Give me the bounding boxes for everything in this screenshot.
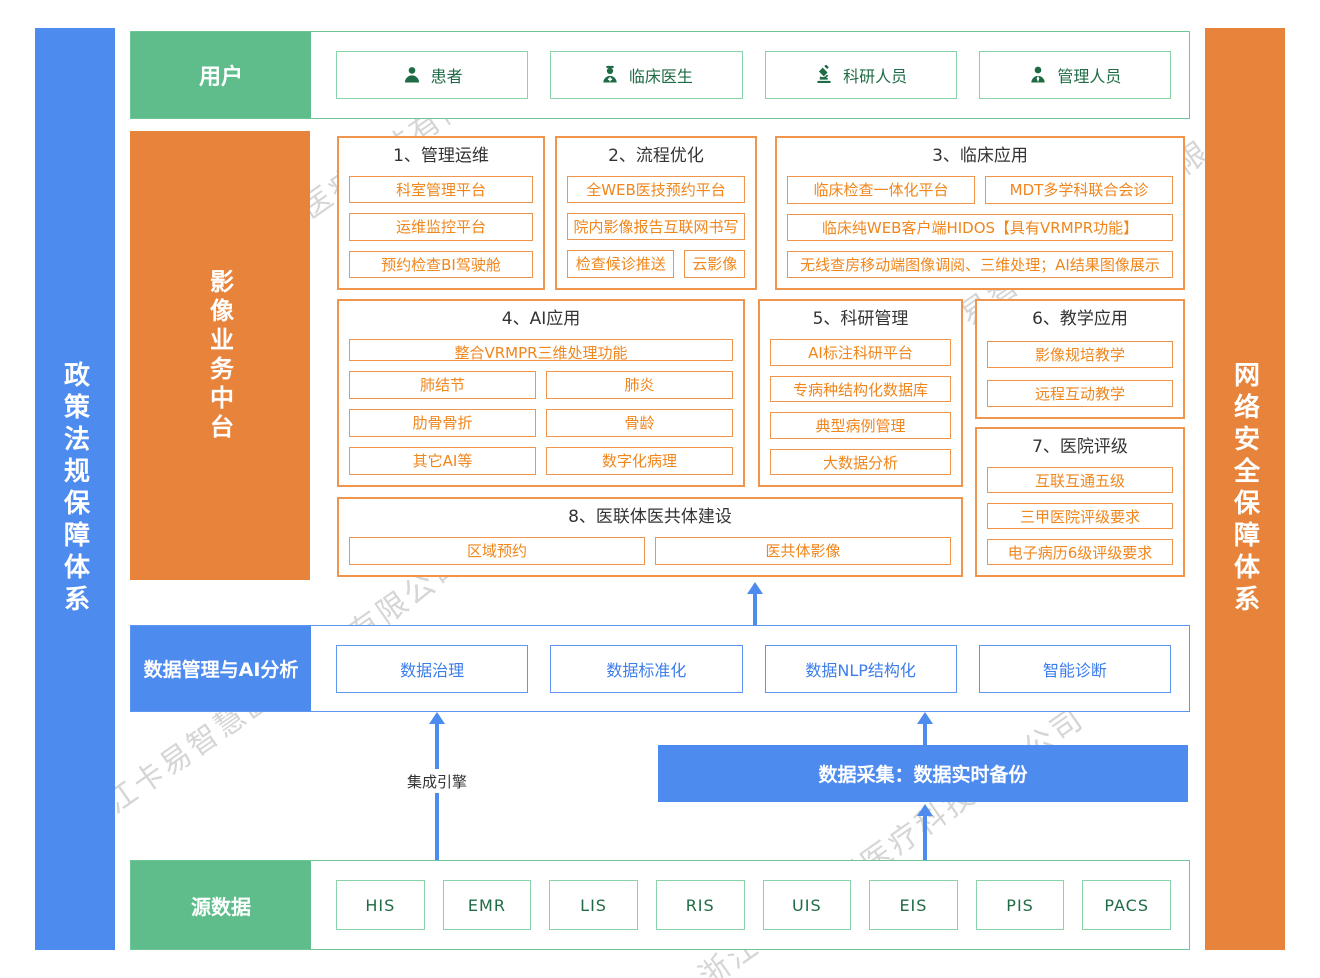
data-mgmt-label: 数据管理与AI分析 — [131, 626, 311, 711]
section-title: 6、教学应用 — [1032, 309, 1128, 329]
arrow-up-platform — [747, 582, 763, 594]
diagram-node: 全WEB医技预约平台 — [567, 176, 745, 203]
section-title: 7、医院评级 — [1032, 437, 1128, 457]
user-node-label: 临床医生 — [628, 67, 693, 86]
doctor-icon — [600, 65, 620, 85]
users-row: 用户 患者 临床医生 科研人员 — [130, 31, 1190, 119]
diagram-node: 临床检查一体化平台 — [787, 176, 975, 204]
data-collection-banner: 数据采集：数据实时备份 — [658, 745, 1188, 802]
users-row-label: 用户 — [131, 32, 311, 118]
network-security-bar: 网络安全保障体系 — [1205, 28, 1285, 950]
network-security-label: 网络安全保障体系 — [1229, 361, 1260, 617]
microscope-icon — [814, 65, 834, 85]
user-admin-node: 管理人员 — [978, 51, 1171, 99]
diagram-node: AI标注科研平台 — [770, 339, 951, 366]
diagram-node: 智能诊断 — [978, 644, 1171, 693]
diagram-node: 科室管理平台 — [349, 176, 533, 204]
user-node-label: 科研人员 — [843, 67, 908, 86]
diagram-node: 院内影像报告互联网书写 — [567, 213, 745, 240]
patient-icon — [402, 65, 422, 85]
section-title: 3、临床应用 — [932, 146, 1028, 166]
imaging-platform-block: 影像业务中台 1、管理运维 科室管理平台 运维监控平台 预约检查BI驾驶舱 2、… — [130, 131, 1188, 580]
diagram-node: 专病种结构化数据库 — [770, 375, 951, 402]
diagram-node: 肺结节 — [349, 371, 536, 399]
arrow-line — [923, 814, 927, 861]
section-medical-alliance: 8、医联体医共体建设 区域预约 医共体影像 — [337, 497, 963, 577]
users-row-items: 患者 临床医生 科研人员 管理人员 — [336, 32, 1171, 118]
section-title: 5、科研管理 — [812, 309, 909, 329]
arrow-up-collection-bottom — [917, 804, 933, 816]
section-clinical-apps: 3、临床应用 临床检查一体化平台 MDT多学科联合会诊 临床纯WEB客户端HID… — [775, 136, 1185, 290]
user-patient-node: 患者 — [336, 51, 529, 99]
diagram-node: LIS — [549, 880, 638, 930]
diagram-node: 整合VRMPR三维处理功能 — [349, 339, 733, 361]
user-clinician-node: 临床医生 — [550, 51, 743, 99]
section-hospital-rating: 7、医院评级 互联互通五级 三甲医院评级要求 电子病历6级评级要求 — [975, 427, 1185, 577]
diagram-node: 影像规培教学 — [987, 341, 1173, 368]
diagram-node: 运维监控平台 — [349, 213, 533, 241]
diagram-node: 互联互通五级 — [987, 467, 1173, 493]
diagram-node: 骨龄 — [546, 409, 733, 437]
diagram-node: 肋骨骨折 — [349, 409, 536, 437]
diagram-node: 三甲医院评级要求 — [987, 503, 1173, 529]
section-title: 4、AI应用 — [501, 309, 581, 329]
arrow-up-integration — [429, 712, 445, 724]
diagram-node: PACS — [1082, 880, 1171, 930]
diagram-node: 其它AI等 — [349, 447, 536, 475]
diagram-node: PIS — [975, 880, 1065, 930]
arrow-line — [923, 722, 927, 745]
diagram-node: 数据标准化 — [550, 644, 743, 693]
diagram-node: EIS — [869, 880, 958, 930]
diagram-node: 医共体影像 — [655, 537, 951, 565]
integration-engine-label: 集成引擎 — [398, 769, 476, 793]
diagram-node: 数字化病理 — [546, 447, 733, 475]
source-data-label: 源数据 — [131, 861, 311, 949]
source-data-items: HIS EMR LIS RIS UIS EIS PIS PACS — [336, 861, 1171, 949]
diagram-node: 肺炎 — [546, 371, 733, 399]
data-mgmt-row: 数据管理与AI分析 数据治理 数据标准化 数据NLP结构化 智能诊断 — [130, 625, 1190, 712]
diagram-node: 无线查房移动端图像调阅、三维处理；AI结果图像展示 — [787, 251, 1173, 278]
data-mgmt-items: 数据治理 数据标准化 数据NLP结构化 智能诊断 — [336, 626, 1171, 711]
user-node-label: 患者 — [430, 67, 463, 86]
user-researcher-node: 科研人员 — [764, 51, 957, 99]
section-title: 1、管理运维 — [393, 146, 489, 166]
section-research-mgmt: 5、科研管理 AI标注科研平台 专病种结构化数据库 典型病例管理 大数据分析 — [758, 299, 963, 487]
diagram-node: 预约检查BI驾驶舱 — [349, 250, 533, 278]
section-title: 8、医联体医共体建设 — [568, 507, 732, 527]
user-node-label: 管理人员 — [1057, 67, 1122, 86]
diagram-node: 区域预约 — [349, 537, 645, 565]
diagram-node: 云影像 — [684, 250, 745, 278]
diagram-node: EMR — [442, 880, 532, 930]
diagram-node: 数据NLP结构化 — [764, 644, 957, 693]
diagram-node: RIS — [655, 880, 745, 930]
diagram-node: UIS — [762, 880, 852, 930]
arrow-up-collection-top — [917, 712, 933, 724]
diagram-node: MDT多学科联合会诊 — [985, 176, 1173, 204]
arrow-line — [753, 592, 757, 625]
diagram-node: 典型病例管理 — [770, 412, 951, 439]
diagram-node: 临床纯WEB客户端HIDOS【具有VRMPR功能】 — [787, 214, 1173, 241]
diagram-node: 检查候诊推送 — [567, 250, 675, 278]
imaging-platform-label: 影像业务中台 — [205, 268, 234, 443]
source-data-row: 源数据 HIS EMR LIS RIS UIS EIS PIS PACS — [130, 860, 1190, 950]
section-title: 2、流程优化 — [608, 146, 704, 166]
diagram-node: 大数据分析 — [770, 448, 951, 475]
admin-icon — [1028, 65, 1048, 85]
diagram-node: 数据治理 — [336, 644, 529, 693]
policy-regulation-bar: 政策法规保障体系 — [35, 28, 115, 950]
section-ai-apps: 4、AI应用 整合VRMPR三维处理功能 肺结节 肺炎 肋骨骨折 骨龄 其它AI… — [337, 299, 745, 487]
diagram-node: HIS — [336, 880, 425, 930]
diagram-node: 电子病历6级评级要求 — [987, 539, 1173, 565]
section-process-opt: 2、流程优化 全WEB医技预约平台 院内影像报告互联网书写 检查候诊推送 云影像 — [555, 136, 757, 290]
section-teaching-apps: 6、教学应用 影像规培教学 远程互动教学 — [975, 299, 1185, 419]
imaging-platform-label-box: 影像业务中台 — [130, 131, 310, 580]
section-mgmt-ops: 1、管理运维 科室管理平台 运维监控平台 预约检查BI驾驶舱 — [337, 136, 545, 290]
policy-regulation-label: 政策法规保障体系 — [59, 361, 90, 617]
diagram-node: 远程互动教学 — [987, 380, 1173, 407]
